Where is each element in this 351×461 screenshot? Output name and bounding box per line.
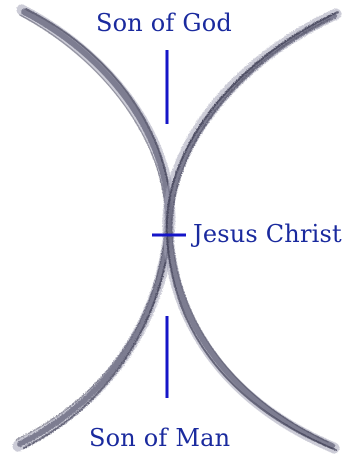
center-label: Jesus Christ xyxy=(193,222,342,246)
left-curve xyxy=(16,9,171,448)
top-label: Son of God xyxy=(96,11,232,35)
bottom-label: Son of Man xyxy=(89,426,230,450)
